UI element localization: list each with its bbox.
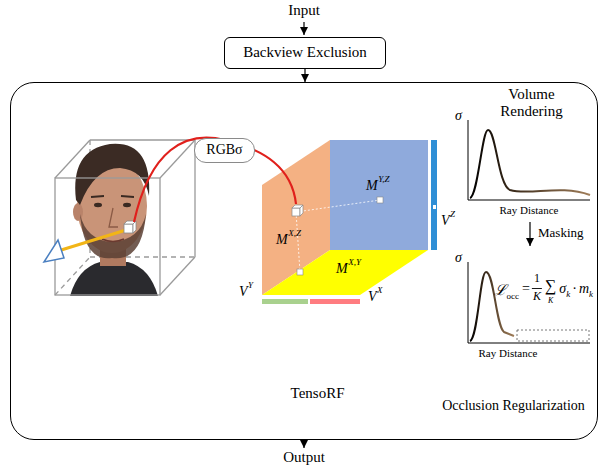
plane-index: Y,Z [378,175,389,185]
tensor-sample-cube [292,205,303,216]
plane-symbol: M [366,178,378,193]
vector-sample [433,205,436,209]
y-vector-bar [262,299,308,304]
formula-part: = [522,281,530,296]
output-pill: RGBσ [194,138,255,163]
graph-axes [468,120,590,200]
plane-index: X,Y [348,258,361,268]
shirt [70,262,158,296]
plane-sample [377,197,383,203]
vector-index: Y [248,281,253,291]
vector-symbol: V [368,289,377,304]
beard [80,214,146,258]
nose [109,208,118,227]
camera-symbol [44,240,64,262]
vector-symbol: V [239,284,248,299]
cube-front [55,178,160,295]
camera-ray [58,230,126,251]
brows [91,196,134,197]
io-label: Output [283,449,325,466]
cube-hidden-edges [55,140,195,295]
hair [75,144,149,205]
section-title: Volume Rendering [482,86,582,121]
formula-part: occ [506,292,519,302]
axis-label: Ray Distance [479,347,538,359]
formula-part: 1 [534,272,540,285]
plane-sample [297,269,303,275]
fraction-bar [532,288,542,289]
cube-edges [55,140,195,295]
cube-edge [55,140,90,178]
process-box: Backview Exclusion [224,37,386,69]
ear [73,203,83,221]
projection-line [296,200,380,212]
vector-index: Z [450,210,455,220]
graph-axes [468,262,590,343]
output-arrow [303,441,304,448]
density-curve [470,272,514,341]
eye [123,203,131,207]
pipeline-frame: TensoRF Volume RenderingOcclusion Regular… [10,82,598,440]
face-photo [70,144,158,296]
density-curve [470,130,590,198]
xy-plane [262,250,428,295]
cube-edge [90,139,195,140]
box-label: Backview Exclusion [243,44,367,61]
module-title: TensoRF [291,385,345,402]
sample-cube [124,221,136,233]
sample-cube-face [292,208,300,216]
formula-part: K [548,297,553,306]
section-title: Occlusion Regularization [442,398,585,414]
input-arrow [303,22,304,35]
axis-label: σ [455,108,462,123]
formula-part: ∑ [545,277,556,295]
formula-part: σ [559,281,566,296]
plane-symbol: M [336,261,348,276]
step-label: Masking [538,226,584,240]
yz-plane [330,140,428,250]
formula-part: m [579,281,589,296]
flow-arrow [304,69,305,82]
formula-part: k [566,290,570,300]
axis-label: Ray Distance [500,204,559,216]
formula-part: k [589,290,593,300]
query-curve [134,138,296,222]
plane-index: X,Z [288,229,301,239]
eye [94,203,102,207]
x-vector-bar [310,299,360,304]
box-label: RGBσ [206,142,242,158]
vector-symbol: V [441,213,450,228]
projection-line [296,212,300,272]
mouth [102,239,124,242]
formula-part: · [572,281,577,296]
formula-part: ℒ [494,282,506,299]
sample-cube-face [133,221,136,233]
cube-edge [160,257,195,295]
axis-label: σ [455,250,462,265]
io-label: Input [288,2,320,19]
z-vector-bar [431,140,437,250]
mask-region [517,330,589,341]
masking-arrow [529,222,530,246]
plane-symbol: M [276,232,288,247]
sample-cube-face [124,224,133,233]
sample-cube-face [300,205,303,216]
formula-part: K [533,290,541,303]
vector-index: X [377,286,383,296]
